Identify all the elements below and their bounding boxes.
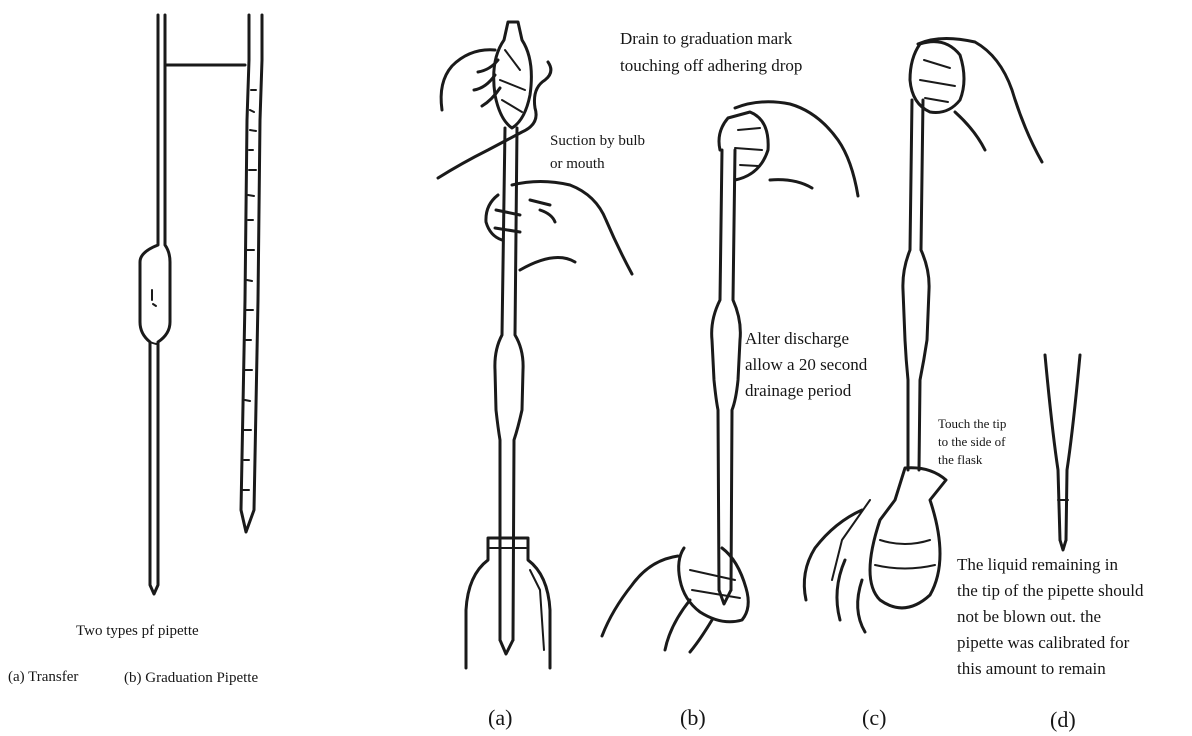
liquid-note-line3: not be blown out. the: [957, 606, 1101, 627]
graduation-pipette: [241, 15, 262, 532]
panel-d-drawing: [1045, 355, 1080, 550]
touch-note-line2: to the side of: [938, 434, 1006, 451]
panel-b-drawing: [602, 102, 858, 652]
drain-note-line1: Drain to graduation mark: [620, 28, 792, 49]
touch-note-line3: the flask: [938, 452, 982, 469]
after-note-line1: Alter discharge: [745, 328, 849, 349]
after-note-line3: drainage period: [745, 380, 851, 401]
suction-note-line1: Suction by bulb: [550, 132, 645, 151]
panel-label-d: (d): [1050, 706, 1076, 734]
after-note-line2: allow a 20 second: [745, 354, 867, 375]
panel-label-c: (c): [862, 704, 886, 732]
liquid-note-line5: this amount to remain: [957, 658, 1106, 679]
panel-a-drawing: [438, 22, 632, 668]
liquid-note-line4: pipette was calibrated for: [957, 632, 1129, 653]
transfer-pipette: [140, 15, 170, 594]
liquid-note-line1: The liquid remaining in: [957, 554, 1118, 575]
suction-note-line2: or mouth: [550, 155, 605, 174]
panel-label-b: (b): [680, 704, 706, 732]
drain-note-line2: touching off adhering drop: [620, 55, 802, 76]
left-caption-transfer: (a) Transfer: [8, 668, 78, 687]
touch-note-line1: Touch the tip: [938, 416, 1006, 433]
liquid-note-line2: the tip of the pipette should: [957, 580, 1144, 601]
left-caption-title: Two types pf pipette: [76, 622, 199, 641]
panel-label-a: (a): [488, 704, 512, 732]
left-caption-graduation: (b) Graduation Pipette: [124, 669, 258, 688]
